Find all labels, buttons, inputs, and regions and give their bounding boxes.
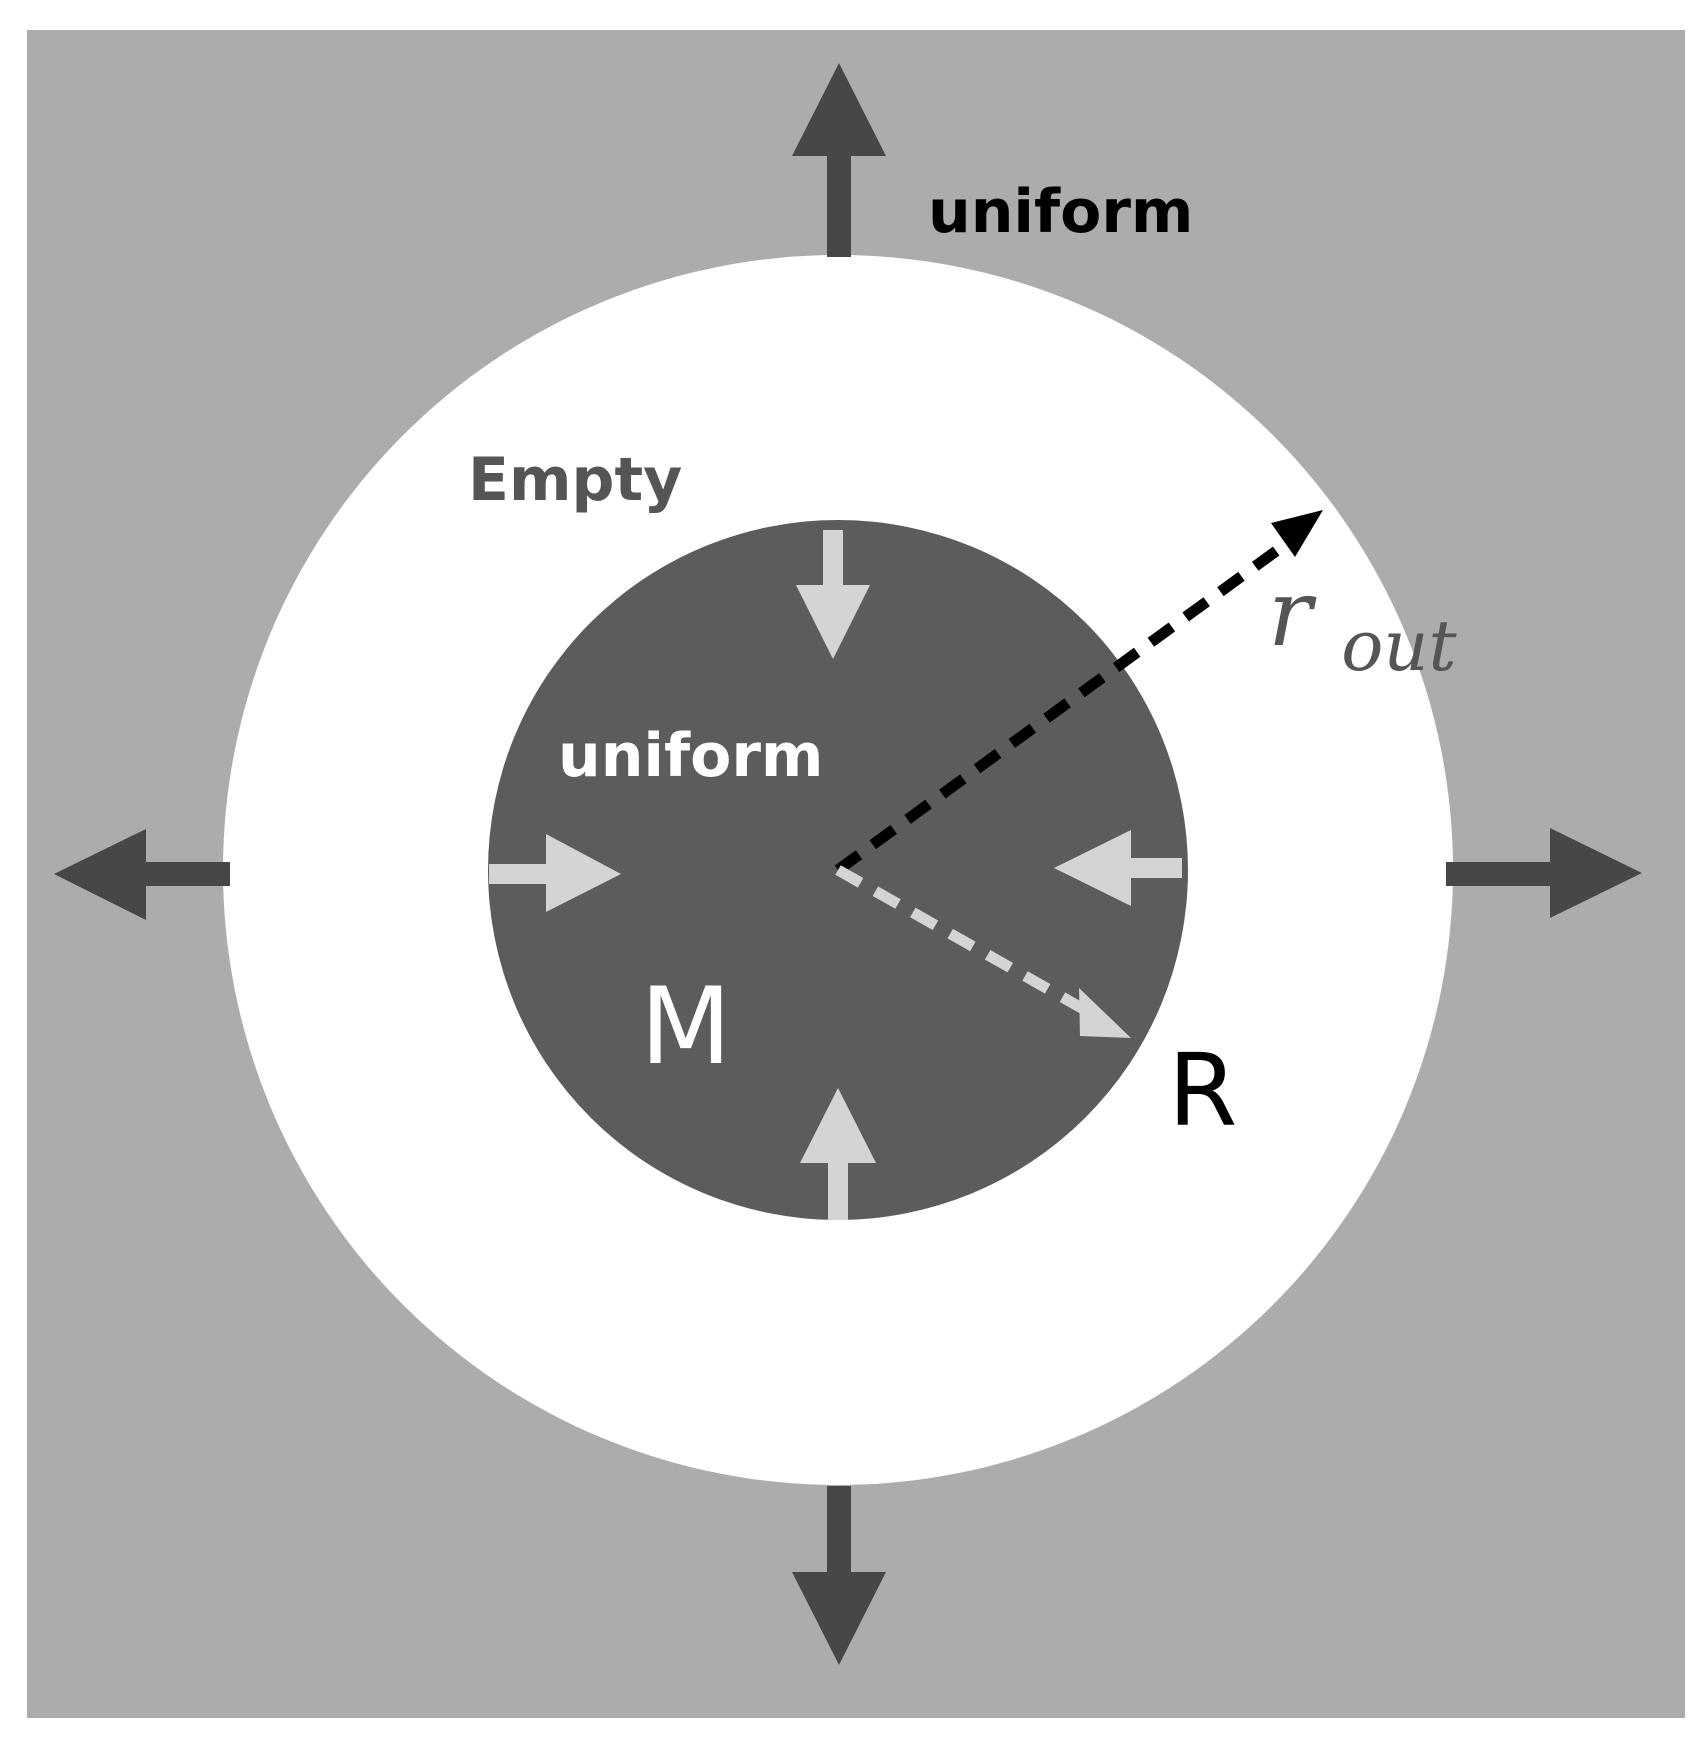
- outer-radius-label: r out: [1268, 560, 1457, 687]
- outer-radius-symbol: r: [1268, 560, 1317, 667]
- empty-shell-label: Empty: [468, 445, 682, 515]
- arrow-outward-icon: [792, 63, 886, 257]
- arrow-inward-icon: [796, 530, 870, 659]
- outer-uniform-label: uniform: [928, 177, 1193, 247]
- inner-radius-label: R: [1168, 1032, 1237, 1149]
- outer-radius-indicator: [834, 510, 1323, 875]
- inner-radius-indicator: [835, 865, 1131, 1038]
- arrow-inward-icon: [1054, 830, 1182, 906]
- arrowhead-icon: [1271, 510, 1323, 557]
- outer-radius-subscript: out: [1341, 605, 1457, 687]
- arrow-outward-icon: [54, 829, 230, 920]
- arrowhead-icon: [1079, 988, 1131, 1038]
- arrow-inward-icon: [489, 834, 621, 912]
- arrow-inward-icon: [800, 1088, 876, 1220]
- outward-arrows: [54, 63, 1642, 1665]
- arrow-outward-icon: [792, 1486, 886, 1665]
- inward-arrows: [489, 530, 1182, 1220]
- arrow-outward-icon: [1446, 828, 1642, 918]
- mass-label: M: [640, 965, 731, 1088]
- inner-uniform-label: uniform: [558, 721, 823, 791]
